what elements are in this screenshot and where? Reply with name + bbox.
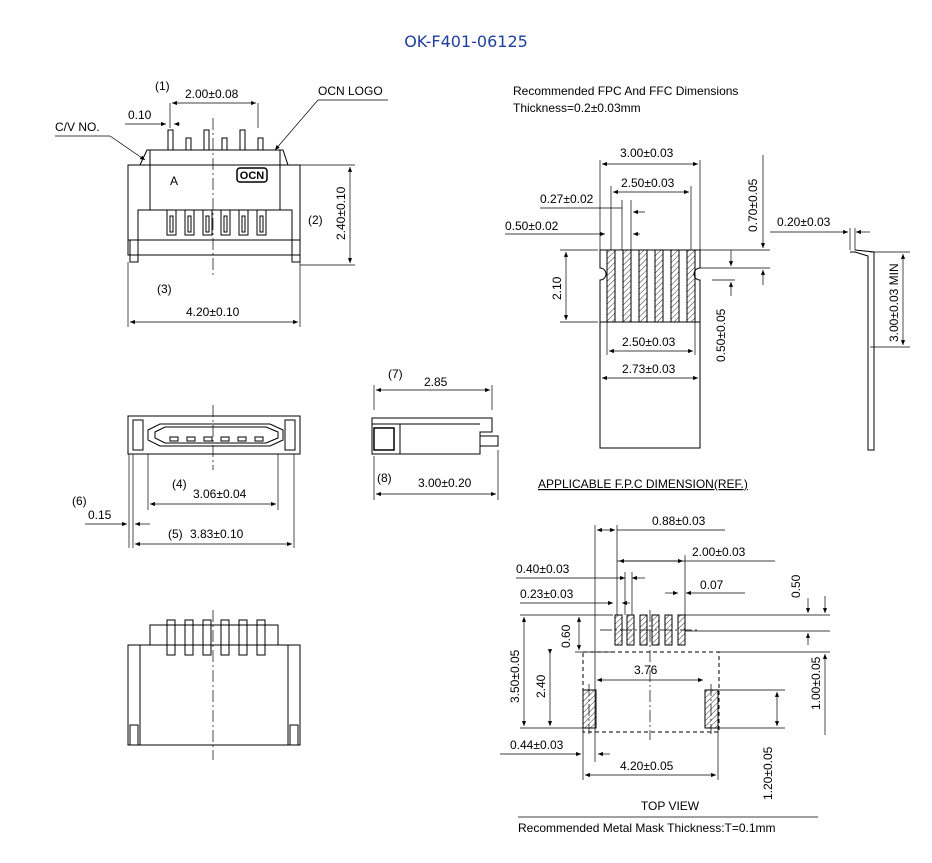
- dim-top-len: 2.85: [424, 375, 448, 389]
- mark-a: A: [170, 174, 178, 188]
- fpc-dimension-drawing: Recommended FPC And FFC Dimensions Thick…: [505, 84, 910, 451]
- pcb-gap: 0.07: [700, 578, 724, 592]
- connector-bottom-view: [127, 610, 301, 760]
- fpc-contact-len: 2.10: [550, 276, 564, 300]
- dim-inner-width: 3.06±0.04: [193, 487, 247, 501]
- fpc-thickness-dim: 0.20±0.03: [777, 215, 831, 229]
- dim-edge: 0.15: [88, 508, 112, 522]
- dim-offset: 0.10: [128, 108, 152, 122]
- dim-width: 4.20±0.10: [186, 305, 240, 319]
- connector-front-view: (4) 3.06±0.04 (6) 0.15 (5) 3.83±0.10: [72, 405, 301, 548]
- callout-5: (5): [168, 527, 183, 541]
- dim-pitch: 2.00±0.08: [185, 87, 239, 101]
- callout-7: (7): [388, 367, 403, 381]
- callout-4: (4): [172, 477, 187, 491]
- fpc-pitch-span: 2.50±0.03: [621, 176, 675, 190]
- callout-2: (2): [308, 213, 323, 227]
- dim-bottom-len: 3.00±0.20: [418, 476, 472, 490]
- pcb-footprint-drawing: APPLICABLE F.P.C DIMENSION(REF.) 0.88±0.…: [500, 477, 830, 835]
- callout-6: (6): [72, 494, 87, 508]
- pcb-pad-len-top: 0.50: [789, 574, 803, 598]
- drawing-title: OK-F401-06125: [404, 32, 528, 51]
- connector-top-view: OCN A (1) 2.00±0.08 0.10 C/V NO. OCN LOG…: [55, 79, 388, 327]
- fpc-bottom-width: 2.73±0.03: [622, 362, 676, 376]
- pcb-mask-note: Recommended Metal Mask Thickness:T=0.1mm: [518, 821, 776, 835]
- pcb-tab-span: 4.20±0.05: [620, 759, 674, 773]
- pcb-inner: 3.76: [634, 663, 658, 677]
- label-cv-no: C/V NO.: [55, 120, 100, 134]
- pcb-total-height: 3.50±0.05: [508, 649, 522, 703]
- pcb-view-label: TOP VIEW: [641, 799, 700, 813]
- pcb-heading: APPLICABLE F.P.C DIMENSION(REF.): [538, 477, 748, 491]
- ocn-logo-mark: OCN: [240, 170, 265, 182]
- pcb-tab-height: 1.20±0.05: [761, 746, 775, 800]
- pcb-pad-span: 0.88±0.03: [652, 514, 706, 528]
- callout-3: (3): [157, 282, 172, 296]
- pcb-right-height: 1.00±0.05: [809, 656, 823, 710]
- fpc-pitch: 0.50±0.02: [505, 219, 559, 233]
- fpc-thickness: Thickness=0.2±0.03mm: [513, 101, 641, 115]
- dim-height: 2.40±0.10: [334, 186, 348, 240]
- fpc-heading: Recommended FPC And FFC Dimensions: [513, 84, 738, 98]
- dim-outer-width: 3.83±0.10: [190, 527, 244, 541]
- callout-8: (8): [377, 471, 392, 485]
- connector-side-view: (7) 2.85 (8) 3.00±0.20: [371, 367, 499, 500]
- pcb-tab-width: 0.44±0.03: [510, 738, 564, 752]
- fpc-lead-width: 0.27±0.02: [540, 192, 594, 206]
- fpc-overall-width: 3.00±0.03: [620, 146, 674, 160]
- pcb-pitch-total: 2.00±0.03: [692, 545, 746, 559]
- fpc-notch-width: 0.50±0.05: [714, 308, 728, 362]
- pcb-mid-height: 2.40: [534, 674, 548, 698]
- pcb-pad-width: 0.23±0.03: [520, 587, 574, 601]
- fpc-bottom-span: 2.50±0.03: [622, 335, 676, 349]
- fpc-notch-height: 0.70±0.05: [746, 178, 760, 232]
- callout-1: (1): [155, 79, 170, 93]
- pcb-pad-pitch: 0.40±0.03: [516, 562, 570, 576]
- fpc-stiffener: 3.00±0.03 MIN: [887, 263, 901, 342]
- pcb-pad-len: 0.60: [559, 624, 573, 648]
- label-ocn-logo: OCN LOGO: [318, 84, 383, 98]
